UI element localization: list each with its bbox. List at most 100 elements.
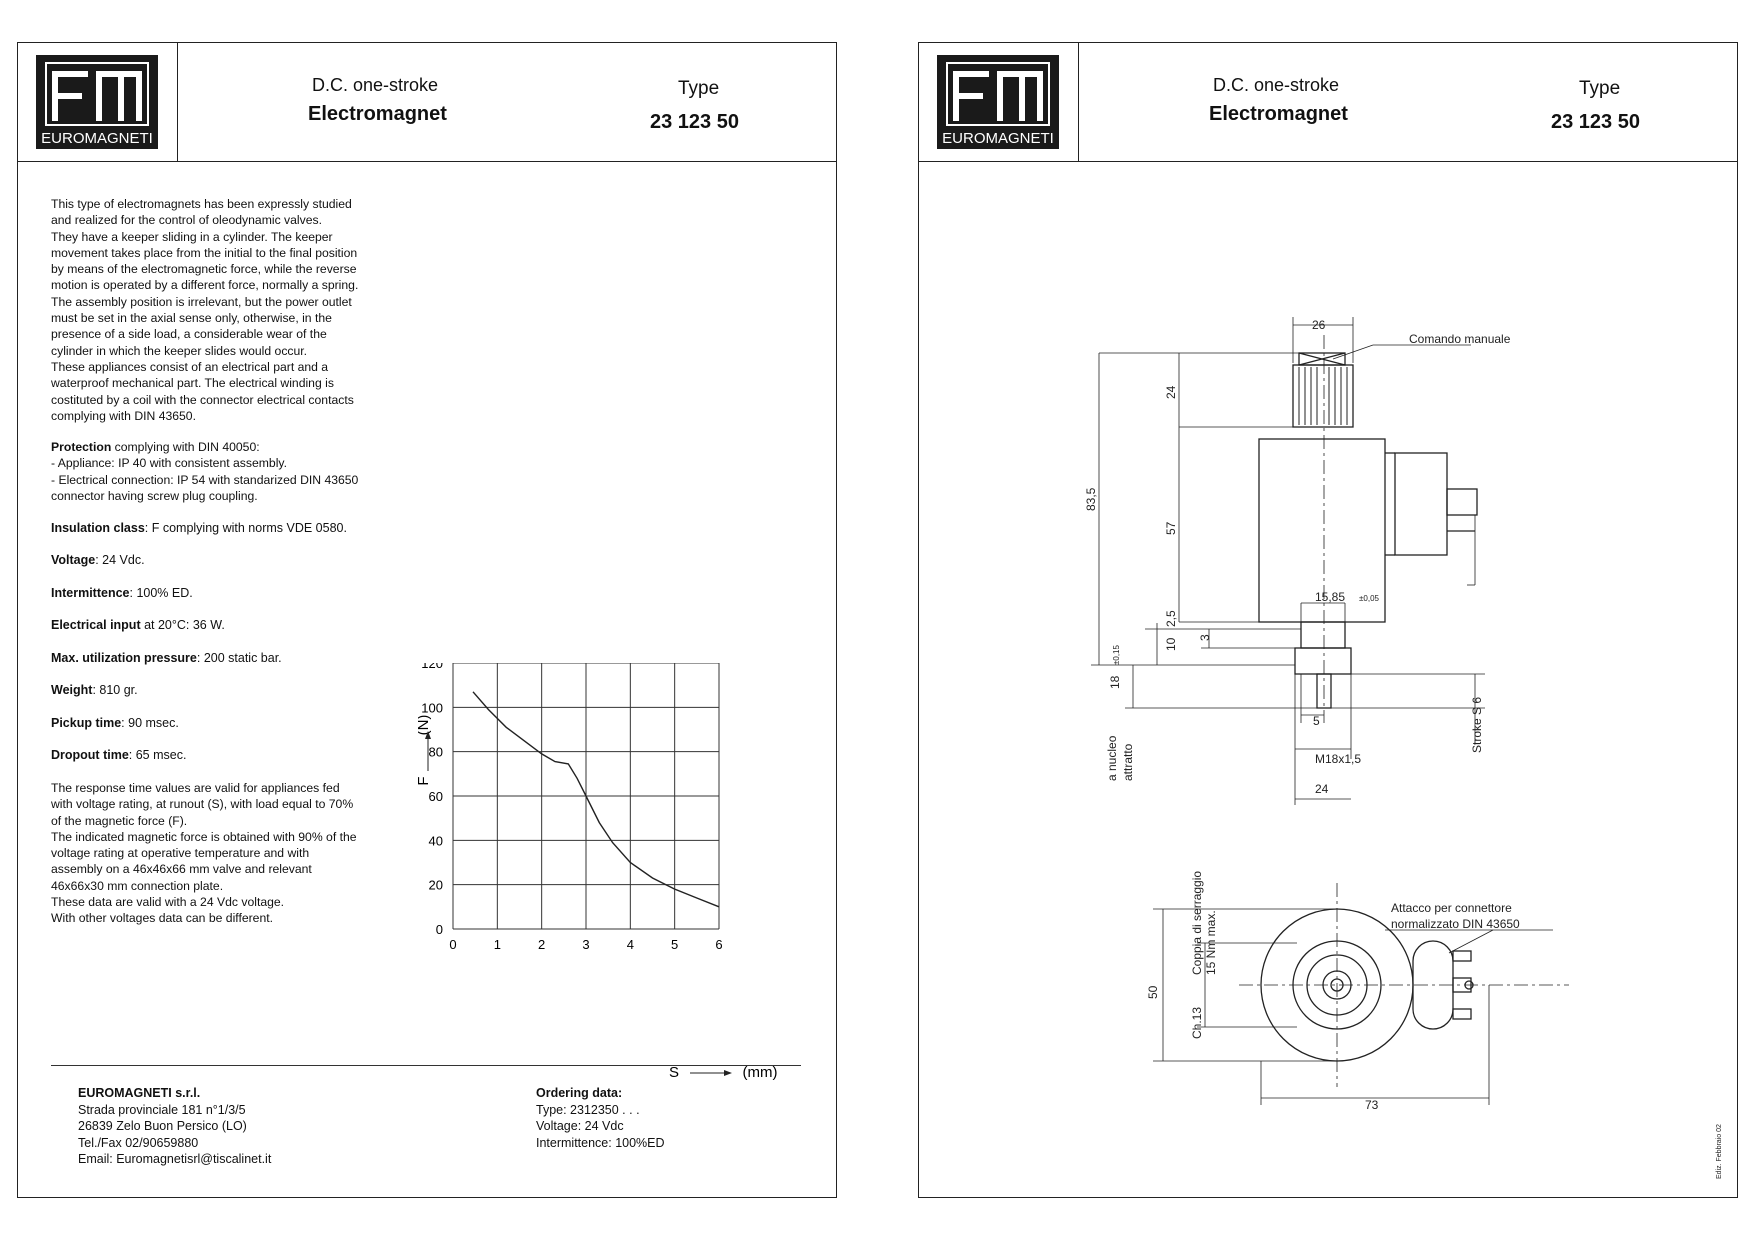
x-tick-label: 6 xyxy=(715,937,722,952)
nucleo-label-1: a nucleo xyxy=(1105,735,1119,781)
header-title: Electromagnet xyxy=(308,103,447,125)
spec-voltage: Voltage: 24 Vdc. xyxy=(51,553,145,567)
ordering-title: Ordering data: xyxy=(536,1086,623,1100)
y-tick-label: 60 xyxy=(429,789,443,804)
knurled-nut xyxy=(1292,364,1354,428)
dim-3: 3 xyxy=(1198,634,1212,641)
front-dimension-lines xyxy=(1153,908,1553,1105)
side-view xyxy=(1258,352,1478,709)
spec-label: Pickup time xyxy=(51,716,122,730)
connector-label-2: normalizzato DIN 43650 xyxy=(1391,917,1520,931)
spec-label: Intermittence xyxy=(51,586,130,600)
dim-18-tolerance: ±0,15 xyxy=(1112,644,1121,665)
company-address: EUROMAGNETI s.r.l. Strada provinciale 18… xyxy=(78,1085,271,1168)
y-tick-label: 40 xyxy=(429,833,443,848)
dim-15-85: 15,85 xyxy=(1315,590,1345,604)
spec-value: : 100% ED. xyxy=(129,586,193,600)
type-label: Type xyxy=(1579,78,1621,99)
dim-83-5: 83,5 xyxy=(1084,487,1098,511)
x-tick-label: 0 xyxy=(449,937,456,952)
technical-drawing: 26 Comando manuale 83,5 24 57 2,5 10 3 1… xyxy=(1084,317,1723,1179)
dimension-lines xyxy=(1091,317,1485,805)
dim-24: 24 xyxy=(1164,385,1178,399)
page-header: EUROMAGNETI D.C. one-stroke Electromagne… xyxy=(18,43,836,162)
euromagneti-logo: EUROMAGNETI xyxy=(36,55,158,149)
spec-weight: Weight: 810 gr. xyxy=(51,683,138,697)
description-text: This type of electromagnets has been exp… xyxy=(51,197,359,423)
dim-50: 50 xyxy=(1146,985,1160,999)
torque-label-1: Coppia di serraggio xyxy=(1190,871,1204,975)
spec-electrical-input: Electrical input at 20°C: 36 W. xyxy=(51,618,225,632)
ordering-data: Ordering data: Type: 2312350 . . . Volta… xyxy=(536,1085,665,1151)
ordering-lines: Type: 2312350 . . . Voltage: 24 Vdc Inte… xyxy=(536,1102,665,1150)
protection-label: Protection xyxy=(51,440,112,454)
y-axis-unit: (N) xyxy=(418,715,432,736)
logo-text: EUROMAGNETI xyxy=(942,130,1054,147)
spec-pressure: Max. utilization pressure: 200 static ba… xyxy=(51,651,282,665)
euromagneti-logo: EUROMAGNETI xyxy=(937,55,1059,149)
logo-cell-2: EUROMAGNETI xyxy=(919,43,1079,161)
spec-value: : 24 Vdc. xyxy=(95,553,145,567)
dim-26: 26 xyxy=(1312,318,1326,332)
x-axis-symbol: S xyxy=(669,1064,679,1081)
footer-divider xyxy=(51,1065,801,1066)
dimension-texts: 26 Comando manuale 83,5 24 57 2,5 10 3 1… xyxy=(1084,318,1511,796)
dim-m18: M18x1,5 xyxy=(1315,752,1361,766)
nucleo-label-2: attratto xyxy=(1121,743,1135,781)
protection-block: Protection complying with DIN 40050: - A… xyxy=(51,439,421,504)
protection-text: complying with DIN 40050: - Appliance: I… xyxy=(51,440,359,503)
y-tick-label: 80 xyxy=(429,745,443,760)
spec-value: at 20°C: 36 W. xyxy=(140,618,225,632)
spec-intermittence: Intermittence: 100% ED. xyxy=(51,586,193,600)
chart-grid xyxy=(452,663,720,930)
spec-label: Voltage xyxy=(51,553,96,567)
spec-pickup-time: Pickup time: 90 msec. xyxy=(51,716,179,730)
stroke-label: Stroke S 6 xyxy=(1470,697,1484,753)
spec-insulation: Insulation class: F complying with norms… xyxy=(51,521,347,535)
spec-label: Insulation class xyxy=(51,521,145,535)
page-header-2: EUROMAGNETI D.C. one-stroke Electromagne… xyxy=(919,43,1737,162)
header-subtitle: D.C. one-stroke xyxy=(312,75,439,95)
y-tick-label: 120 xyxy=(421,663,443,671)
tube xyxy=(1300,621,1346,649)
edition-note: Ediz. Febbraio 02 xyxy=(1716,1124,1723,1179)
spec-value: : 200 static bar. xyxy=(196,651,282,665)
dim-5: 5 xyxy=(1313,714,1320,728)
type-number: 23 123 50 xyxy=(650,111,739,133)
header-subtitle: D.C. one-stroke xyxy=(1213,75,1340,95)
dim-10: 10 xyxy=(1164,637,1178,651)
company-name: EUROMAGNETI s.r.l. xyxy=(78,1086,201,1100)
connector-label-1: Attacco per connettore xyxy=(1391,901,1512,915)
force-curve xyxy=(472,691,720,908)
logo-text: EUROMAGNETI xyxy=(41,130,153,147)
spec-value: : 90 msec. xyxy=(121,716,179,730)
x-tick-label: 3 xyxy=(582,937,589,952)
datasheet-page-1: EUROMAGNETI D.C. one-stroke Electromagne… xyxy=(17,42,837,1198)
front-view-labels: Coppia di serraggio 15 Nm max. Ch.13 50 … xyxy=(1146,871,1723,1179)
manual-override-label: Comando manuale xyxy=(1409,332,1511,346)
spec-label: Electrical input xyxy=(51,618,141,632)
x-tick-label: 2 xyxy=(538,937,545,952)
dim-24-bottom: 24 xyxy=(1315,782,1329,796)
spec-label: Max. utilization pressure xyxy=(51,651,197,665)
type-number: 23 123 50 xyxy=(1551,111,1640,133)
dim-15-85-tolerance: ±0,05 xyxy=(1359,594,1380,603)
thread-section xyxy=(1294,647,1352,675)
y-axis-arrowhead xyxy=(425,731,431,739)
x-tick-label: 5 xyxy=(671,937,678,952)
header-title: Electromagnet xyxy=(1209,103,1348,125)
x-tick-label: 4 xyxy=(627,937,634,952)
dim-57: 57 xyxy=(1164,521,1178,535)
x-axis-arrowhead xyxy=(724,1070,732,1076)
spec-value: : 65 msec. xyxy=(128,748,187,762)
spec-value: : 810 gr. xyxy=(92,683,138,697)
y-tick-label: 20 xyxy=(429,878,443,893)
type-label: Type xyxy=(678,78,720,99)
x-axis-unit: (mm) xyxy=(743,1064,778,1081)
connector-housing xyxy=(1394,452,1448,556)
y-tick-label: 100 xyxy=(421,700,443,715)
ch13-label: Ch.13 xyxy=(1190,1007,1204,1039)
